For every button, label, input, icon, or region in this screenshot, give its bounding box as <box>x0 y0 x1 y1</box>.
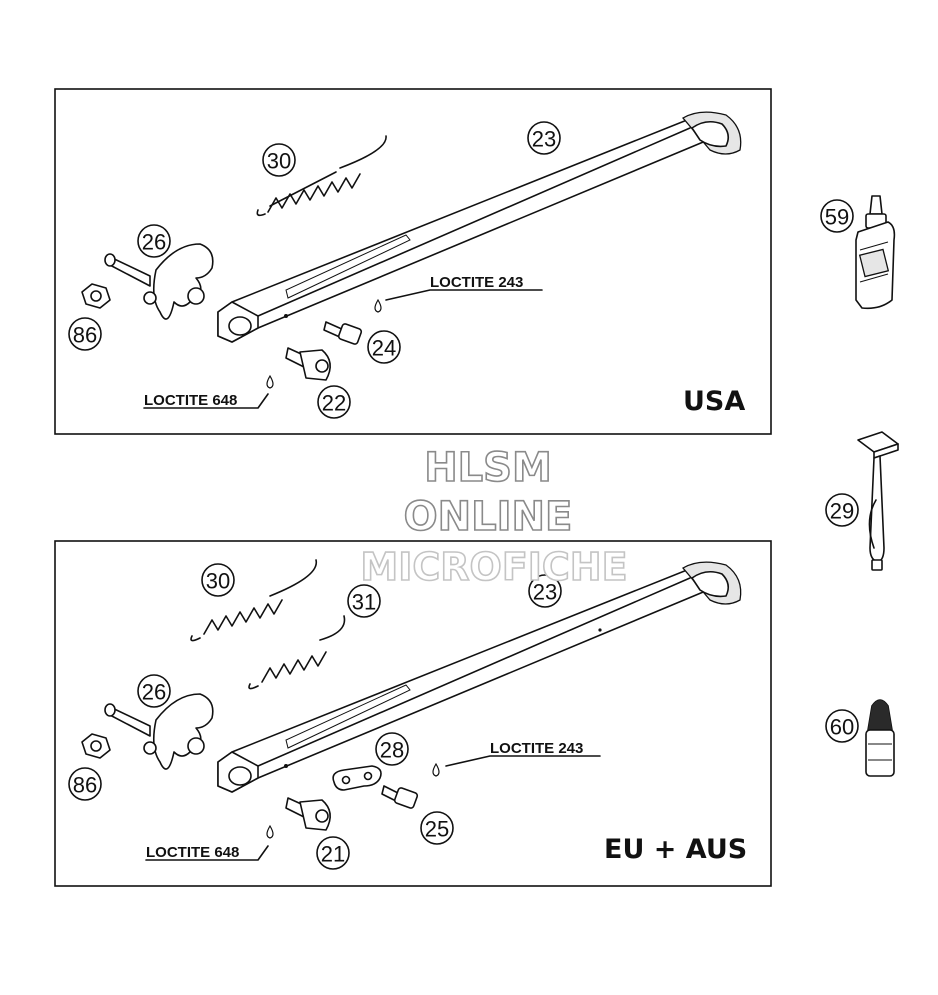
callout-eu-26: 26 <box>137 674 171 708</box>
eu-panel: LOCTITE 243 LOCTITE 648 30 31 23 26 86 2… <box>54 540 772 887</box>
loctite-drop-usa-bottom <box>266 374 274 389</box>
bottle-large-part <box>855 195 896 310</box>
leader-usa-bottom <box>143 393 269 409</box>
svg-text:31: 31 <box>352 590 376 615</box>
callout-eu-23: 23 <box>528 574 562 608</box>
callout-usa-86: 86 <box>68 317 102 351</box>
watermark-line1: HLSM <box>424 445 552 491</box>
callout-side-29: 29 <box>825 493 859 527</box>
watermark-line3: MICROFICHE <box>360 545 627 589</box>
callout-eu-28: 28 <box>375 732 409 766</box>
loctite-243-usa: LOCTITE 243 <box>430 274 523 291</box>
bolt-large-usa <box>285 347 331 381</box>
svg-text:86: 86 <box>73 323 97 348</box>
svg-text:30: 30 <box>267 149 291 174</box>
region-label-eu: EU + AUS <box>604 834 747 865</box>
leader-eu-top <box>445 755 601 767</box>
loctite-drop-eu-top <box>432 762 440 777</box>
nut-usa <box>81 283 111 309</box>
svg-text:59: 59 <box>825 205 849 230</box>
loctite-drop-usa-top <box>374 298 382 313</box>
eu-panel-frame <box>54 540 772 887</box>
svg-text:29: 29 <box>830 499 854 524</box>
watermark-line2: ONLINE <box>404 494 573 540</box>
loctite-243-eu: LOCTITE 243 <box>490 740 583 757</box>
svg-text:30: 30 <box>206 569 230 594</box>
callout-eu-25: 25 <box>420 811 454 845</box>
side-stand-eu <box>217 561 742 793</box>
svg-text:26: 26 <box>142 680 166 705</box>
bottle-small-part <box>865 699 895 777</box>
svg-text:26: 26 <box>142 230 166 255</box>
loctite-drop-eu-bottom <box>266 824 274 839</box>
callout-usa-23: 23 <box>527 121 561 155</box>
callout-usa-22: 22 <box>317 385 351 419</box>
watermark: HLSM ONLINE MICROFICHE <box>360 444 629 590</box>
plate-eu <box>332 765 382 791</box>
callout-eu-30: 30 <box>201 563 235 597</box>
usa-panel-frame <box>54 88 772 435</box>
callout-usa-24: 24 <box>367 330 401 364</box>
callout-usa-26: 26 <box>137 224 171 258</box>
side-stand-usa <box>217 111 742 343</box>
svg-text:23: 23 <box>533 580 557 605</box>
nut-eu <box>81 733 111 759</box>
loctite-648-eu: LOCTITE 648 <box>146 844 239 861</box>
usa-panel: LOCTITE 243 LOCTITE 648 30 23 26 86 24 2… <box>54 88 772 435</box>
tool-part <box>857 431 899 571</box>
svg-text:23: 23 <box>532 127 556 152</box>
svg-text:60: 60 <box>830 715 854 740</box>
svg-text:22: 22 <box>322 391 346 416</box>
spring-a-eu <box>190 559 318 642</box>
leader-eu-bottom <box>145 845 269 861</box>
callout-side-60: 60 <box>825 709 859 743</box>
region-label-usa: USA <box>683 386 745 417</box>
svg-text:28: 28 <box>380 738 404 763</box>
bolt-large-eu <box>285 797 331 831</box>
loctite-648-usa: LOCTITE 648 <box>144 392 237 409</box>
callout-usa-30: 30 <box>262 143 296 177</box>
bolt-small-usa <box>323 321 363 345</box>
spring-usa <box>256 135 387 217</box>
callout-side-59: 59 <box>820 199 854 233</box>
callout-eu-21: 21 <box>316 836 350 870</box>
svg-text:24: 24 <box>372 336 396 361</box>
pivot-bolt-usa <box>104 243 214 320</box>
callout-eu-31: 31 <box>347 584 381 618</box>
spring-b-eu <box>248 615 346 690</box>
svg-text:21: 21 <box>321 842 345 867</box>
svg-text:25: 25 <box>425 817 449 842</box>
bolt-small-eu <box>381 785 419 809</box>
leader-usa-top <box>385 289 543 301</box>
svg-text:86: 86 <box>73 773 97 798</box>
pivot-bolt-eu <box>104 693 214 770</box>
callout-eu-86: 86 <box>68 767 102 801</box>
